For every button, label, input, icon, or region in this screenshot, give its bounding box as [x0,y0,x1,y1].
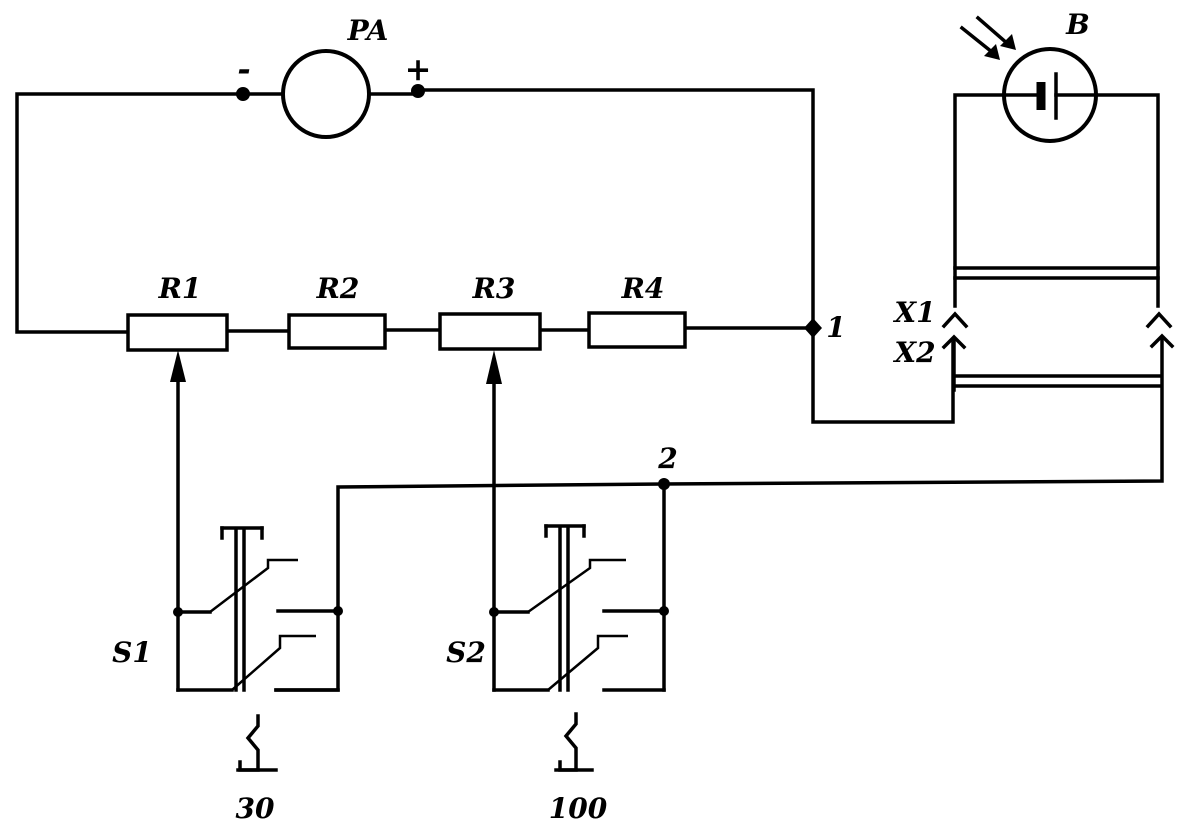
connector-x2-right-plug [1149,333,1175,349]
light-ray-1-arrow [984,44,1000,60]
resistor-r2-label: R2 [316,272,360,305]
resistor-r1 [126,313,229,352]
cable-left [953,93,1006,308]
switch-s1-value: 30 [236,792,275,825]
node-2-dot [658,478,670,490]
wiper-r3-arrow [486,350,502,384]
resistor-r3 [438,312,542,351]
switch-s2-label: S2 [446,636,486,669]
switch-s1-label: S1 [112,636,152,669]
resistor-r2 [287,313,387,350]
wiper-r1-arrow [170,350,186,382]
resistor-r1-label: R1 [158,272,202,305]
switch-s2-value: 100 [549,792,608,825]
connector-x1-label: X1 [892,296,935,329]
light-ray-1 [959,25,995,55]
ammeter-plus-terminal [411,84,425,98]
switch-s2-actuator [558,712,578,772]
connector-x1-left-socket [941,311,969,329]
ammeter-plus-sign: + [405,50,432,88]
node-1-label: 1 [826,311,845,344]
wire-x2-to-node2 [662,338,1164,486]
connector-x2-label: X2 [892,336,935,369]
wire-top-left [15,92,245,334]
resistor-r4-label: R4 [621,272,665,305]
light-ray-2 [975,15,1011,47]
photocell-label: B [1065,8,1090,41]
connector-x1-right-socket [1145,311,1173,329]
switch-s2 [489,524,669,692]
resistor-r4 [587,311,687,349]
ammeter-symbol [281,49,371,139]
switch-s1 [173,526,343,692]
cable-right [1094,93,1160,308]
connector-x2-left-plug [941,334,967,350]
ammeter-label: PA [347,14,389,47]
ammeter-minus-terminal [236,87,250,101]
ammeter-minus-sign: - [237,50,250,88]
resistor-r3-label: R3 [472,272,516,305]
switch-s1-actuator [238,714,260,772]
node-2-label: 2 [657,442,677,475]
wire-top-right [416,88,815,332]
light-ray-2-arrow [1000,34,1016,50]
